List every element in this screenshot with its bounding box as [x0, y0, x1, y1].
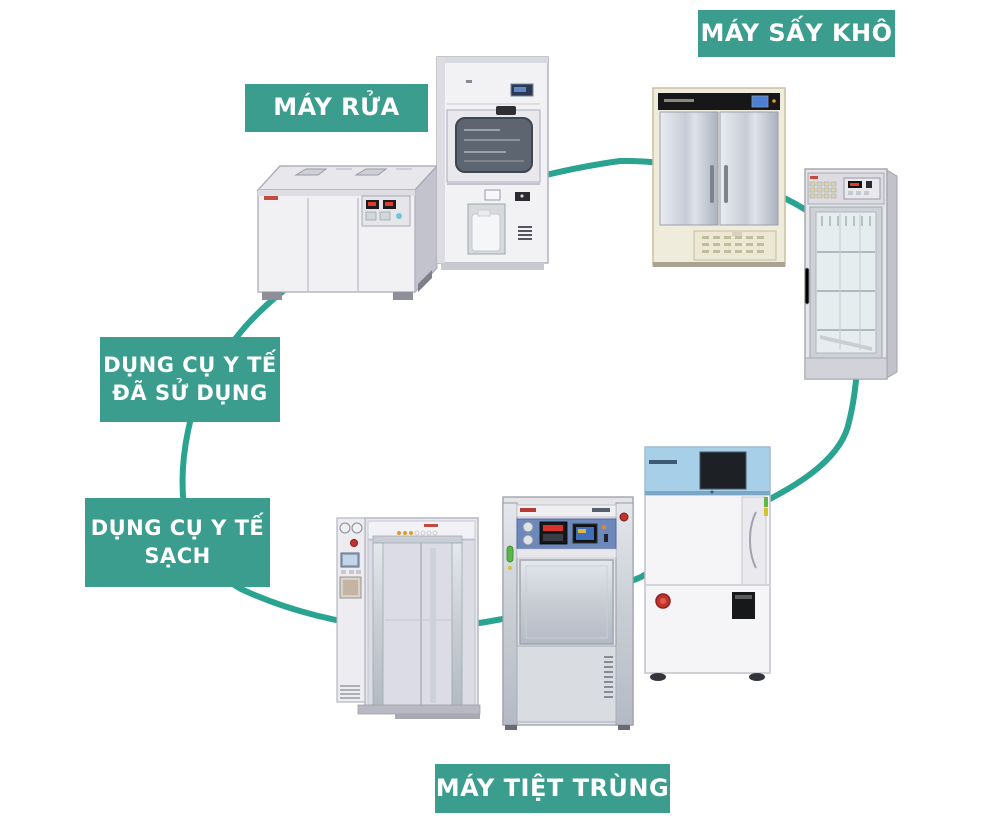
glass-door-drying-cabinet-image [804, 168, 898, 380]
label-washer-text: MÁY RỬA [273, 93, 400, 122]
double-door-drying-cabinet-image [652, 87, 786, 267]
label-sterilizer: MÁY TIỆT TRÙNG [435, 764, 670, 813]
label-washer: MÁY RỬA [245, 84, 428, 132]
washer-disinfector-image [436, 56, 549, 270]
label-clean-line2: SẠCH [144, 543, 211, 568]
label-used-line2: ĐÃ SỬ DỤNG [112, 380, 268, 405]
label-used-line1: DỤNG CỤ Y TẾ [103, 352, 277, 377]
label-clean-instruments: DỤNG CỤ Y TẾ SẠCH [85, 498, 270, 587]
label-clean-line1: DỤNG CỤ Y TẾ [90, 515, 265, 540]
low-temp-sterilizer-image [644, 446, 771, 681]
label-dryer-text: MÁY SẤY KHÔ [700, 18, 893, 47]
washer-machine-image [256, 164, 439, 300]
autoclave-sterilizer-image [502, 496, 634, 730]
label-dryer: MÁY SẤY KHÔ [698, 10, 895, 57]
label-sterilizer-text: MÁY TIỆT TRÙNG [435, 773, 670, 802]
label-used-instruments: DỤNG CỤ Y TẾ ĐÃ SỬ DỤNG [100, 337, 280, 422]
cart-washer-image [336, 517, 481, 719]
